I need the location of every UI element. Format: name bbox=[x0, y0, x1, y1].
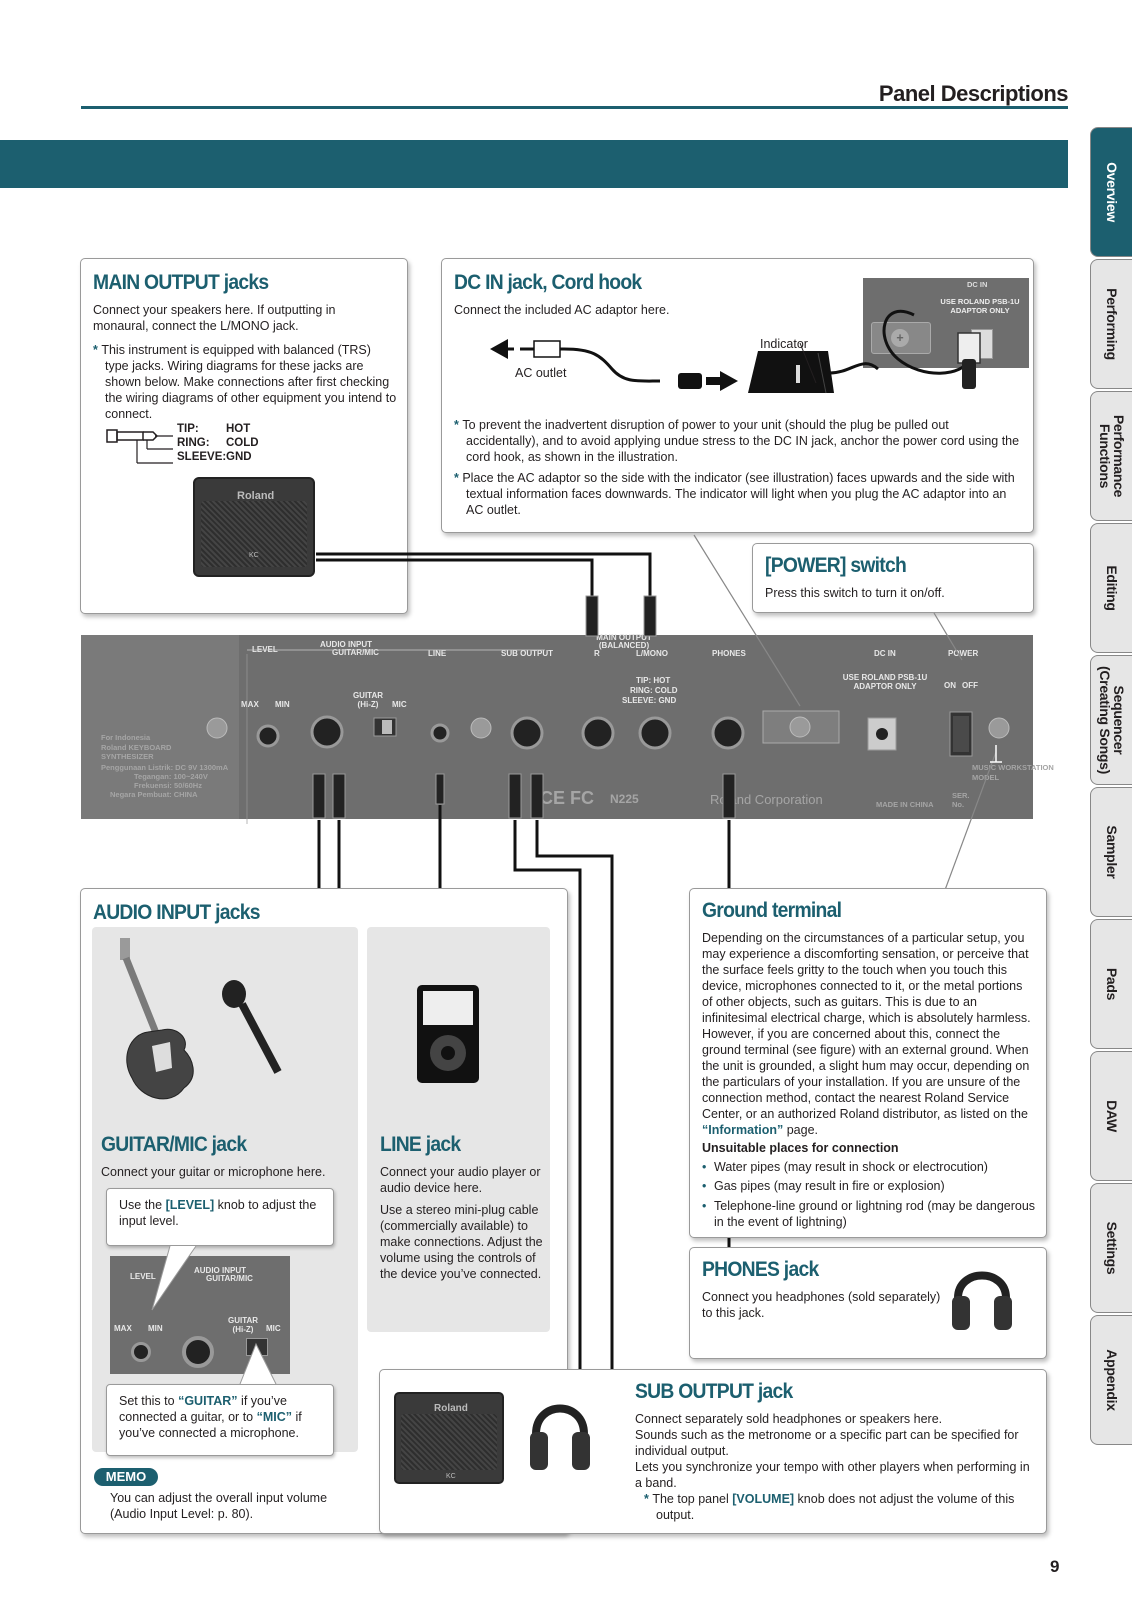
ground-desc: Depending on the circumstances of a part… bbox=[702, 930, 1036, 1138]
phones-title: PHONES jack bbox=[702, 1256, 818, 1283]
sub-output-amplifier-image: Roland KC bbox=[394, 1392, 504, 1484]
sub-output-desc-3: Lets you synchronize your tempo with oth… bbox=[635, 1459, 1035, 1491]
ground-item-1: Water pipes (may result in shock or elec… bbox=[702, 1159, 1036, 1175]
phones-desc: Connect you headphones (sold separately)… bbox=[702, 1289, 942, 1321]
page-number: 9 bbox=[1050, 1556, 1059, 1578]
line-desc-1: Connect your audio player or audio devic… bbox=[380, 1164, 545, 1196]
ground-terminal-box: Ground terminal Depending on the circums… bbox=[689, 888, 1047, 1238]
sub-output-desc-2: Sounds such as the metronome or a specif… bbox=[635, 1427, 1035, 1459]
memo-badge: MEMO bbox=[94, 1468, 158, 1486]
ground-item-3: Telephone-line ground or lightning rod (… bbox=[702, 1198, 1036, 1230]
ground-title: Ground terminal bbox=[702, 897, 841, 924]
line-title: LINE jack bbox=[380, 1131, 460, 1158]
sub-output-headphones-icon bbox=[528, 1390, 592, 1486]
memo-text: You can adjust the overall input volume … bbox=[110, 1490, 355, 1522]
sub-output-box: SUB OUTPUT jack Connect separately sold … bbox=[379, 1369, 1047, 1534]
sub-output-desc-1: Connect separately sold headphones or sp… bbox=[635, 1411, 1035, 1427]
ground-unsuitable-title: Unsuitable places for connection bbox=[702, 1140, 899, 1156]
line-desc-2: Use a stereo mini-plug cable (commercial… bbox=[380, 1202, 545, 1282]
headphones-icon bbox=[950, 1258, 1014, 1346]
sub-output-title: SUB OUTPUT jack bbox=[635, 1378, 793, 1405]
ground-item-2: Gas pipes (may result in fire or explosi… bbox=[702, 1178, 1036, 1194]
sub-output-note: * The top panel [VOLUME] knob does not a… bbox=[644, 1491, 1034, 1523]
switch-callout: Set this to “GUITAR” if you’ve connected… bbox=[106, 1384, 334, 1456]
